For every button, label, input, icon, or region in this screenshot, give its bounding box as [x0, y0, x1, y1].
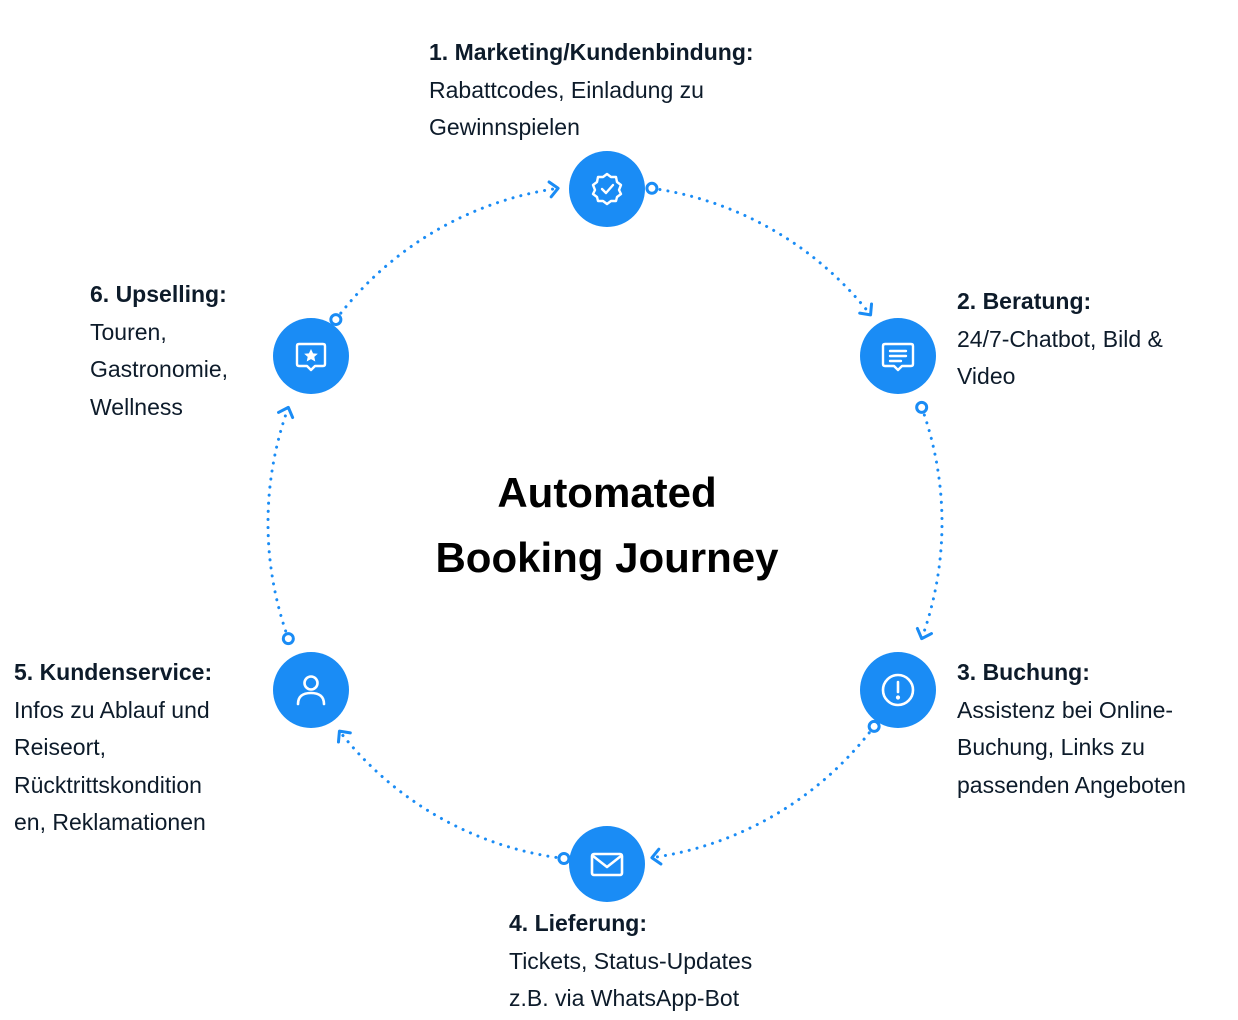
step-label-1: 1. Marketing/Kundenbindung: Rabattcodes,…: [429, 34, 754, 147]
arrowhead-icon: [915, 626, 933, 641]
connector-start-dot: [329, 313, 343, 327]
step-description-line: Gastronomie,: [90, 356, 229, 382]
step-description-line: Touren,: [90, 318, 167, 345]
arrowhead-icon: [547, 180, 560, 199]
step-description-line: Assistenz bei Online-: [957, 696, 1174, 723]
node-circle: [569, 151, 645, 227]
step-title: 2. Beratung:: [957, 288, 1092, 314]
step-description-line: Rücktrittskondition: [14, 771, 202, 798]
step-description-line: Video: [957, 363, 1016, 389]
arrowhead-icon: [277, 405, 295, 420]
alert-circle-icon: [881, 673, 915, 707]
step-title: 3. Buchung:: [957, 659, 1090, 685]
step-label-6: 6. Upselling: Touren, Gastronomie, Welln…: [90, 276, 228, 426]
step-title: 4. Lieferung:: [509, 910, 648, 936]
step-description-line: Infos zu Ablauf und: [14, 696, 210, 723]
mail-icon: [590, 852, 624, 877]
step-node-3: [860, 652, 936, 728]
step-description-line: z.B. via WhatsApp-Bot: [509, 985, 740, 1011]
user-icon: [296, 675, 326, 706]
step-description-line: Gewinnspielen: [429, 114, 580, 140]
step-title: 1. Marketing/Kundenbindung:: [429, 39, 754, 65]
connector-arc-5: [266, 405, 290, 641]
step-description-line: Wellness: [90, 393, 183, 420]
step-label-4: 4. Lieferung: Tickets, Status-Updates z.…: [509, 905, 752, 1018]
step-node-6: [273, 318, 349, 394]
step-description-line: en, Reklamationen: [14, 809, 206, 835]
step-title: 6. Upselling:: [90, 281, 227, 307]
connector-arc-3: [650, 724, 876, 860]
connector-start-dot: [645, 181, 659, 195]
step-node-5: [273, 652, 349, 728]
step-description-line: Reiseort,: [14, 734, 107, 760]
diagram-title-line-1: Automated: [497, 469, 717, 516]
connector-start-dot: [557, 851, 571, 865]
connector-start-dot: [281, 632, 295, 646]
step-label-3: 3. Buchung: Assistenz bei Online- Buchun…: [957, 654, 1186, 804]
step-description-line: 24/7-Chatbot, Bild &: [957, 325, 1163, 352]
verified-badge-icon: [591, 172, 623, 206]
arrowhead-icon: [858, 302, 874, 317]
connector-arc-1: [650, 186, 873, 317]
step-title: 5. Kundenservice:: [14, 659, 213, 685]
step-description-line: passenden Angeboten: [957, 771, 1186, 798]
star-message-icon: [295, 342, 327, 372]
connector-arc-4: [337, 729, 566, 860]
arrowhead-icon: [336, 729, 352, 744]
arrowhead-icon: [650, 847, 663, 866]
diagram-title: Automated Booking Journey: [380, 460, 834, 590]
chat-message-icon: [881, 342, 915, 372]
connector-start-dot: [867, 719, 881, 733]
step-node-4: [569, 826, 645, 902]
step-node-1: [569, 151, 645, 227]
diagram-title-line-2: Booking Journey: [435, 534, 779, 581]
connector-arc-2: [920, 405, 944, 641]
connectors: [266, 180, 944, 866]
nodes: [273, 151, 936, 902]
connector-start-dot: [915, 400, 929, 414]
node-circle: [569, 826, 645, 902]
step-description-line: Rabattcodes, Einladung zu: [429, 76, 704, 103]
step-label-2: 2. Beratung: 24/7-Chatbot, Bild & Video: [957, 283, 1163, 396]
step-node-2: [860, 318, 936, 394]
step-description-line: Buchung, Links zu: [957, 734, 1145, 760]
step-description-line: Tickets, Status-Updates: [509, 947, 753, 974]
connector-arc-6: [334, 186, 560, 322]
step-label-5: 5. Kundenservice: Infos zu Ablauf und Re…: [14, 654, 212, 842]
